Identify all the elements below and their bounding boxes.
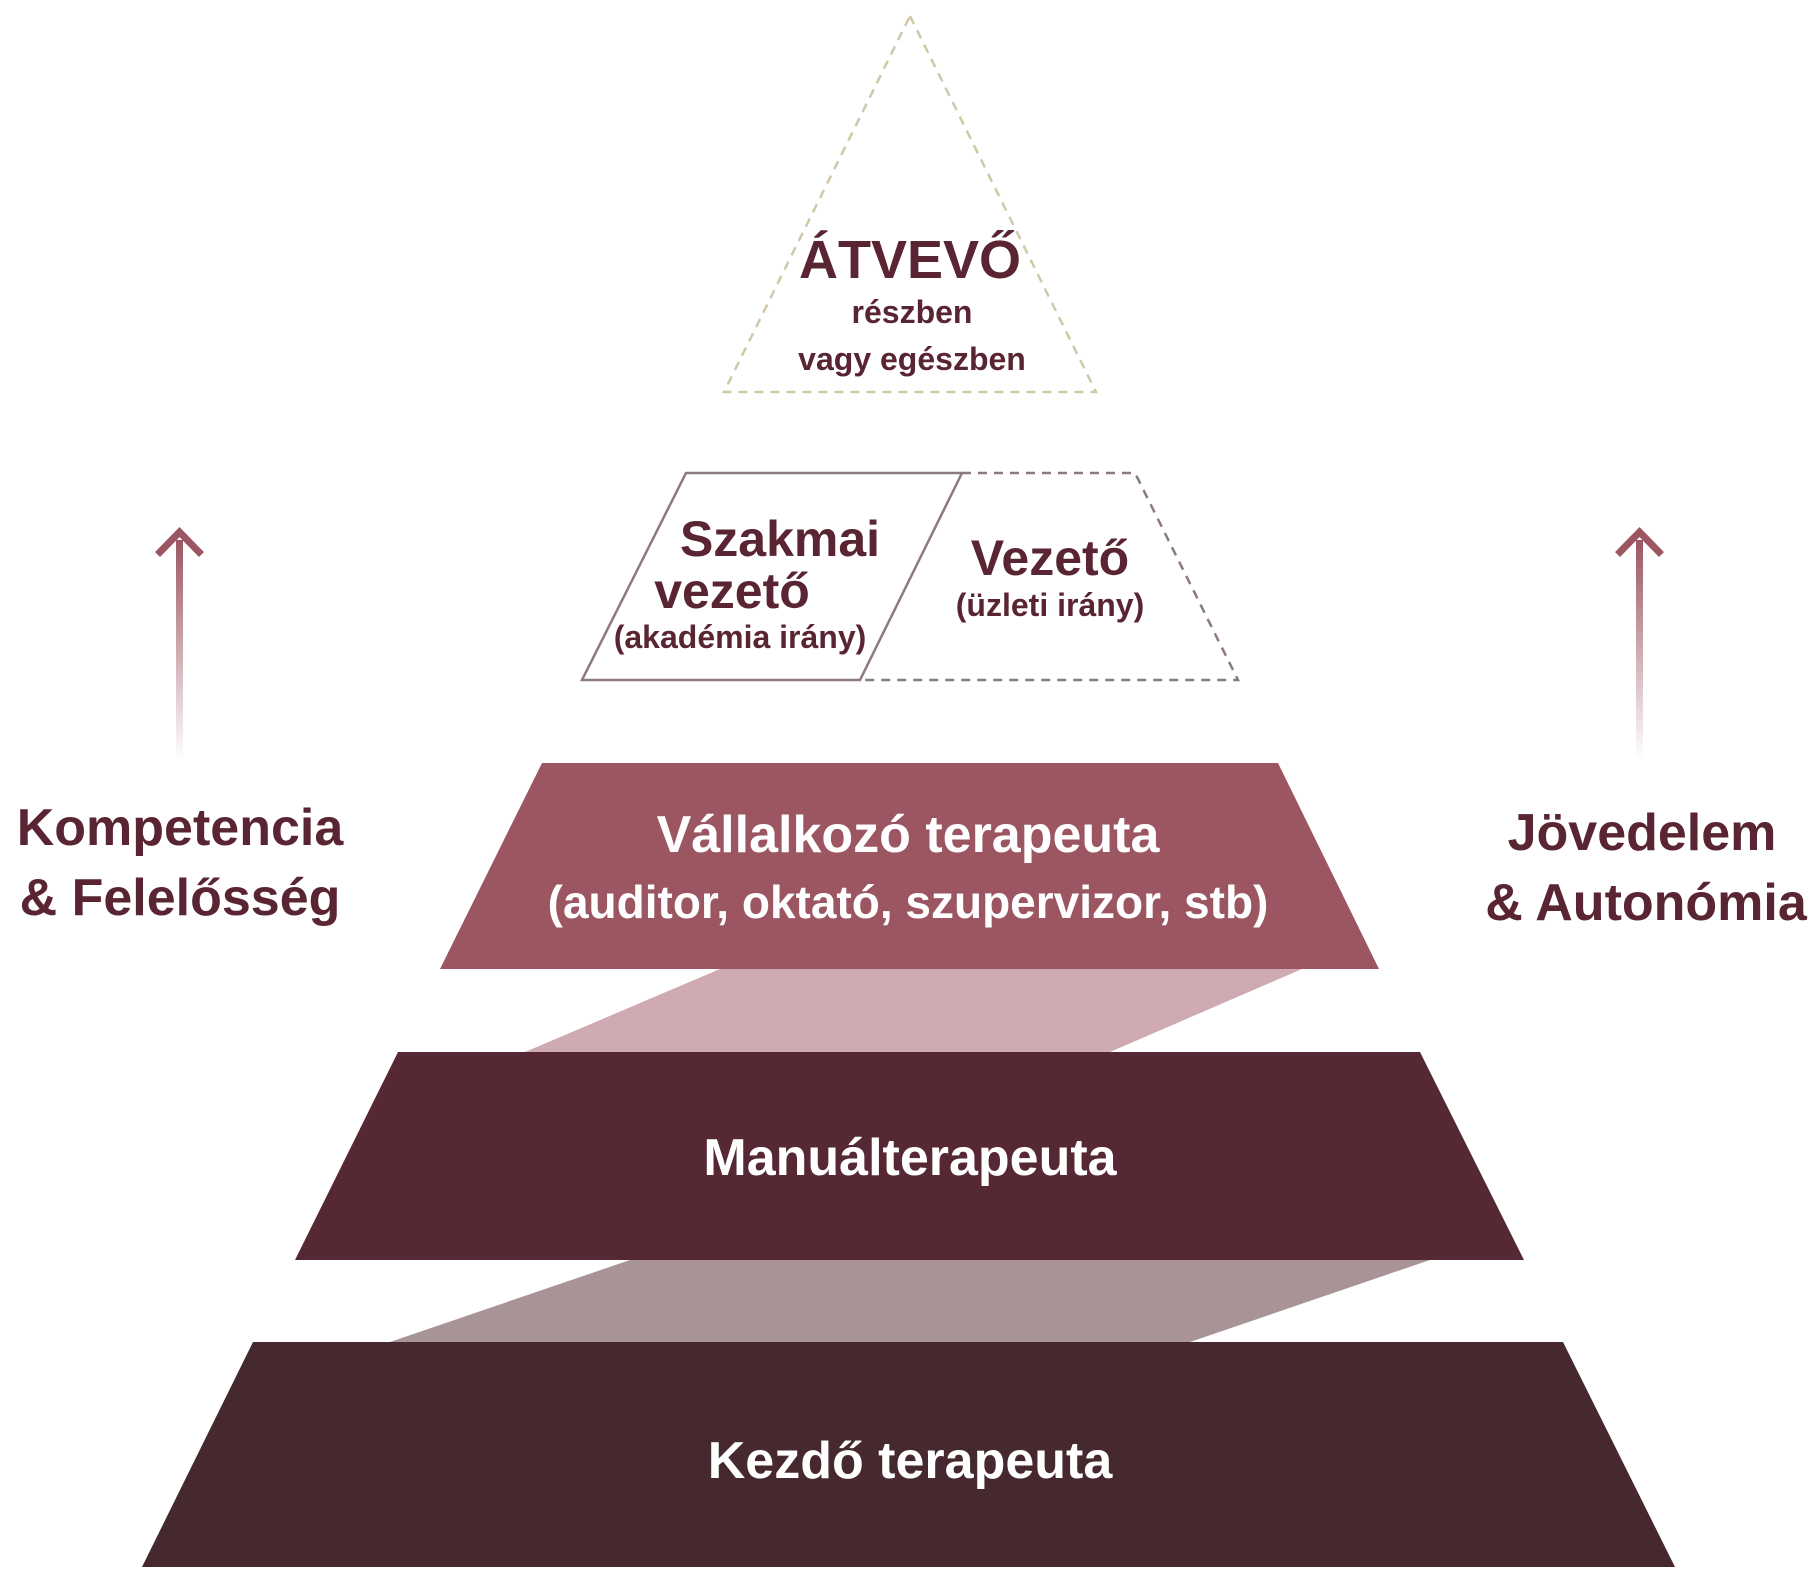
tier-entrepreneur-shape (440, 763, 1379, 969)
right-axis-label-2: & Autonómia (1485, 874, 1808, 932)
tier-entrepreneur-therapist: Vállalkozó terapeuta (auditor, oktató, s… (440, 763, 1379, 969)
connector-band-upper (525, 969, 1302, 1052)
tier-entrepreneur-subtitle: (auditor, oktató, szupervizor, stb) (548, 876, 1269, 928)
professional-lead-title-2: vezető (654, 563, 810, 619)
connector-band-lower (390, 1260, 1430, 1342)
box-professional-lead-shape (579, 471, 965, 682)
left-axis: Kompetencia & Felelősség (17, 526, 345, 927)
tier-beginner-shape (142, 1342, 1675, 1567)
apex-line-2: vagy egészben (798, 341, 1026, 377)
left-axis-label-2: & Felelősség (20, 869, 341, 927)
apex-title: ÁTVEVŐ (799, 230, 1021, 290)
arrow-up-icon (155, 526, 204, 760)
box-business-lead-shape (860, 471, 1241, 682)
apex-triangle-shape (721, 13, 1099, 394)
box-professional-lead: Szakmai vezető (akadémia irány) (579, 471, 965, 682)
professional-lead-subtitle: (akadémia irány) (614, 619, 867, 655)
apex-line-1: részben (852, 294, 973, 330)
apex-successor: ÁTVEVŐ részben vagy egészben (721, 13, 1099, 394)
tier-manual-shape (295, 1052, 1524, 1260)
business-lead-title: Vezető (971, 530, 1129, 586)
tier-entrepreneur-title: Vállalkozó terapeuta (657, 806, 1161, 864)
left-axis-label-1: Kompetencia (17, 799, 345, 857)
box-business-lead: Vezető (üzleti irány) (860, 471, 1241, 682)
right-axis: Jövedelem & Autonómia (1485, 526, 1808, 932)
tier-beginner-therapist: Kezdő terapeuta (142, 1342, 1675, 1567)
tier-manual-therapist: Manuálterapeuta (295, 1052, 1524, 1260)
right-axis-label-1: Jövedelem (1508, 804, 1777, 862)
tier-beginner-title: Kezdő terapeuta (708, 1432, 1114, 1490)
professional-lead-title-1: Szakmai (680, 511, 880, 567)
business-lead-subtitle: (üzleti irány) (956, 587, 1144, 623)
tier-manual-title: Manuálterapeuta (703, 1129, 1117, 1187)
arrow-up-icon (1615, 526, 1664, 760)
